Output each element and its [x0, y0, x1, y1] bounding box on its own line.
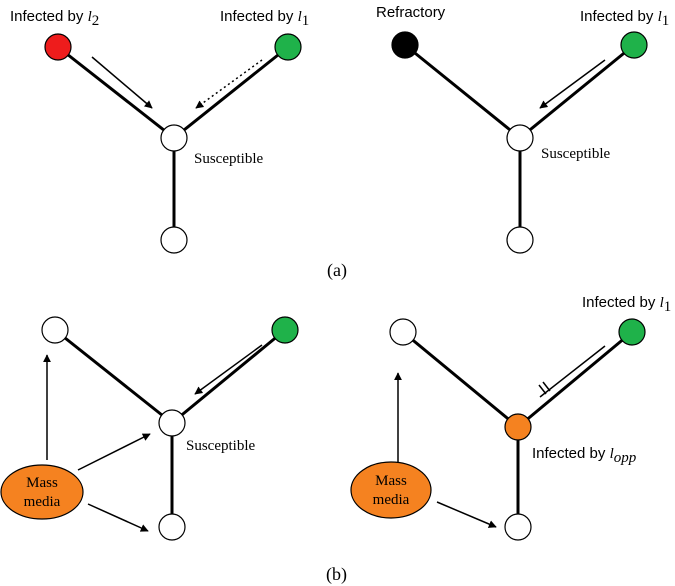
media-arrow-bottom: [436, 501, 497, 528]
label-susceptible: Susceptible: [541, 146, 610, 162]
node-refractory: [391, 31, 419, 59]
node-susceptible: [160, 124, 188, 152]
mass-media-label-line2: media: [24, 494, 61, 510]
media-arrow-center: [77, 433, 151, 471]
mass-media-label-line1: Mass: [375, 473, 407, 489]
caption-b: (b): [326, 564, 347, 585]
node-infected-lopp: [504, 413, 532, 441]
node-susceptible: [506, 124, 534, 152]
panel-b-left: Susceptible Mass media: [0, 316, 299, 541]
node-bottom: [160, 226, 188, 254]
dotted-spread-arrow: [195, 59, 263, 109]
label-infected-l1: Infected by l1: [580, 8, 669, 29]
edge-green-center: [171, 328, 286, 425]
edge-green-center: [517, 330, 633, 429]
label-infected-lopp: Infected by lopp: [532, 445, 637, 466]
spread-arrow: [91, 56, 153, 109]
blocked-arrow: [539, 345, 606, 398]
node-bottom: [504, 513, 532, 541]
spread-arrow: [194, 344, 263, 395]
block-tick-1: [538, 384, 547, 395]
caption-a: (a): [327, 260, 347, 281]
node-infected-l1: [620, 31, 648, 59]
mass-media-label-line1: Mass: [26, 475, 58, 491]
panel-a-right: Refractory Infected by l1 Susceptible: [376, 4, 669, 254]
mass-media-label-line2: media: [373, 492, 410, 508]
label-susceptible: Susceptible: [194, 151, 263, 167]
edge-green-center: [173, 45, 289, 140]
node-infected-l1: [618, 318, 646, 346]
edge-refractory-center: [404, 43, 521, 140]
edge-top-left-center: [402, 330, 519, 429]
node-susceptible: [158, 409, 186, 437]
edge-green-center: [519, 43, 635, 140]
label-refractory: Refractory: [376, 4, 446, 21]
block-tick-2: [542, 381, 551, 392]
edge-top-left-center: [54, 328, 173, 425]
node-bottom: [506, 226, 534, 254]
node-infected-l1: [274, 33, 302, 61]
spread-arrow: [539, 59, 606, 109]
label-susceptible: Susceptible: [186, 438, 255, 454]
node-top-left: [389, 318, 417, 346]
mass-media-node: [0, 464, 84, 520]
label-infected-l1: Infected by l1: [582, 294, 671, 315]
node-infected-l2: [44, 33, 72, 61]
media-arrow-bottom: [87, 503, 149, 532]
node-top-left: [41, 316, 69, 344]
node-bottom: [158, 513, 186, 541]
edge-red-center: [57, 45, 175, 140]
panel-a-left: Infected by l2 Infected by l1 Susceptibl…: [10, 8, 309, 254]
panel-b-right: Infected by l1 Infected by lopp Mass med…: [350, 294, 671, 541]
label-infected-l2: Infected by l2: [10, 8, 99, 29]
label-infected-l1: Infected by l1: [220, 8, 309, 29]
mass-media-node: [350, 461, 432, 519]
node-infected: [271, 316, 299, 344]
